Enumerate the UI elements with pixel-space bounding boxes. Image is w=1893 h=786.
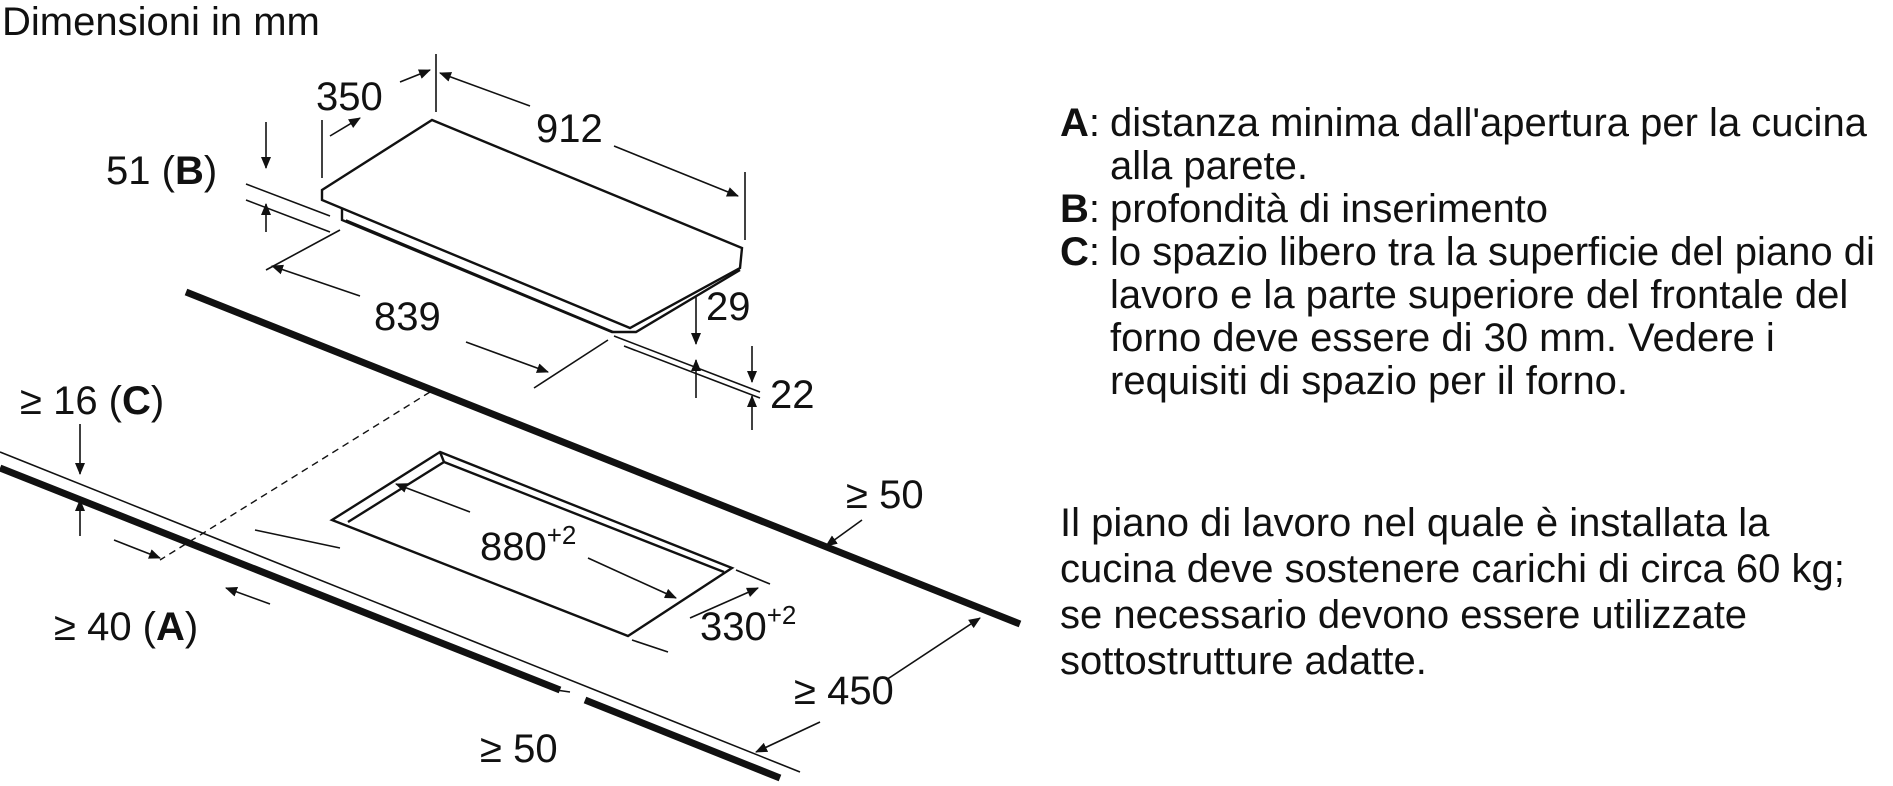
hidden-edge [159, 391, 431, 561]
cutout-outline [329, 450, 735, 638]
dim-rear-50 [825, 519, 863, 547]
legend-item-a: A:distanza minima dall'apertura per la c… [1060, 102, 1890, 188]
dim-330 [631, 569, 771, 653]
label-912: 912 [536, 107, 603, 151]
legend-sep: : [1088, 230, 1101, 274]
label-51: 51 (B) [106, 149, 217, 193]
dim-880 [395, 483, 677, 599]
load-note: Il piano di lavoro nel quale è installat… [1060, 501, 1845, 683]
dim-front-50 [555, 689, 571, 693]
label-880: 880+2 [480, 520, 576, 569]
dim-839 [265, 229, 609, 389]
label-29: 29 [706, 285, 751, 329]
legend-key: C [1060, 230, 1089, 274]
worktop-front-line [0, 451, 801, 773]
legend-text: distanza minima dall'apertura per la cuc… [1110, 101, 1867, 188]
label-350: 350 [316, 75, 383, 119]
label-839: 839 [374, 295, 441, 339]
page-title: Dimensioni in mm [2, 0, 320, 44]
dim-912 [439, 72, 746, 240]
label-330: 330+2 [700, 600, 796, 649]
dim-40 [113, 539, 271, 605]
legend-key: B [1060, 187, 1089, 231]
legend-text: lo spazio libero tra la superficie del p… [1110, 230, 1875, 403]
worktop-front-edge-2 [583, 696, 782, 782]
side-guide [254, 529, 341, 549]
dim-450 [755, 617, 981, 753]
label-16: ≥ 16 (C) [20, 379, 164, 423]
dim-51 [245, 122, 331, 233]
worktop-back-edge [184, 288, 1022, 628]
label-22: 22 [770, 373, 815, 417]
label-rear-50: ≥ 50 [846, 473, 924, 517]
legend-text: profondità di inserimento [1110, 187, 1549, 231]
hob-outline [320, 118, 744, 334]
legend-sep: : [1088, 101, 1101, 145]
legend-item-b: B:profondità di inserimento [1060, 188, 1890, 231]
label-450: ≥ 450 [794, 669, 894, 713]
label-40: ≥ 40 (A) [54, 605, 198, 649]
legend-item-c: C:lo spazio libero tra la superficie del… [1060, 231, 1890, 403]
installation-diagram: 350 912 51 (B) 839 29 22 880+2 330+2 ≥ 1… [0, 54, 1022, 782]
label-front-50: ≥ 50 [480, 727, 558, 771]
legend-key: A [1060, 101, 1089, 145]
worktop-front-edge [0, 464, 562, 694]
dim-350 [321, 54, 437, 178]
legend: A:distanza minima dall'apertura per la c… [1060, 102, 1890, 403]
legend-sep: : [1088, 187, 1101, 231]
dim-29-22 [613, 296, 761, 430]
